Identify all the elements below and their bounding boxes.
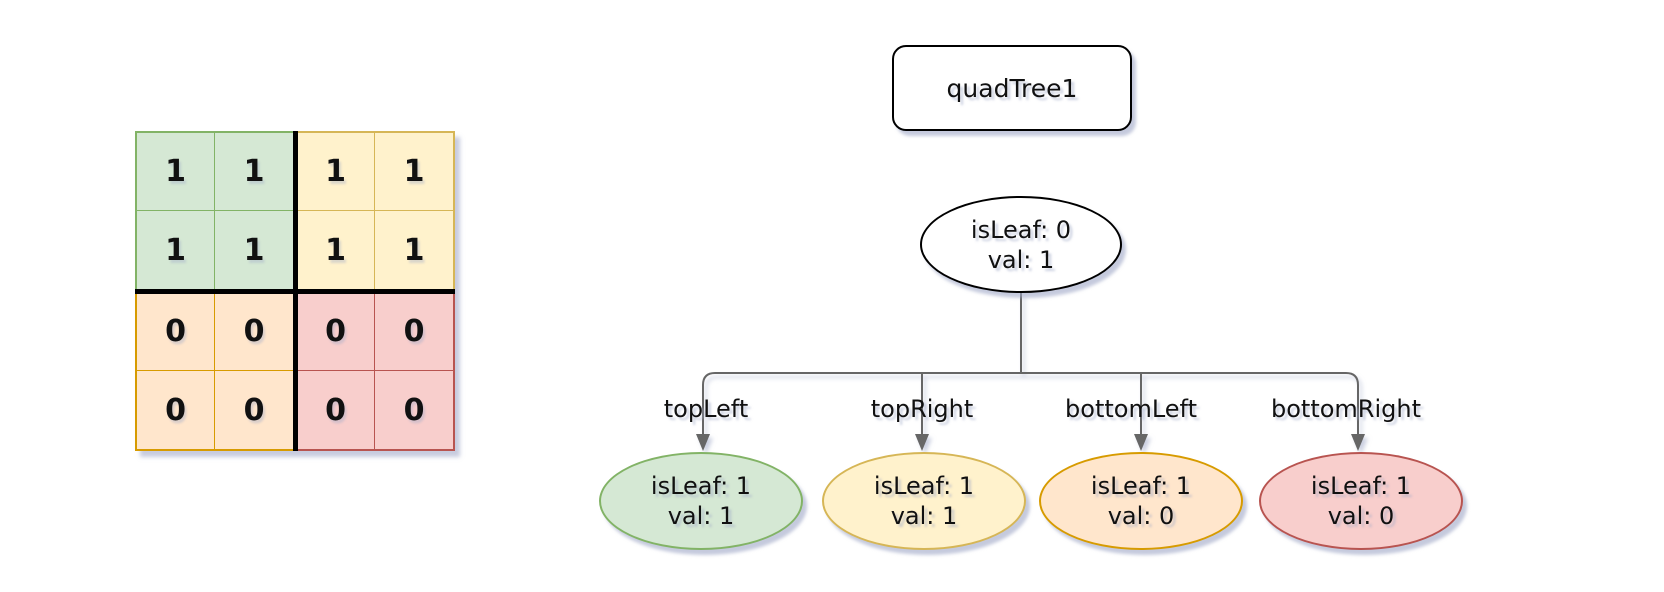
matrix-quadrant-bottom-left: 0 0 0 0 [135,291,295,451]
child-node-val-text: val: 0 [1327,502,1395,530]
root-node: isLeaf: 0 val: 1 [920,196,1122,293]
child-node-bottom-left: isLeaf: 1 val: 0 [1039,452,1243,550]
matrix-cell: 0 [215,293,293,371]
edge-label-bottom-right: bottomRight [1271,395,1421,423]
tree-edge-group [696,293,1365,451]
arrowhead-icon [915,434,929,451]
matrix-quadrant-bottom-right: 0 0 0 0 [295,291,455,451]
child-node-val-text: val: 0 [1107,502,1175,530]
matrix-cell: 0 [297,371,375,449]
root-node-isleaf-text: isLeaf: 0 [970,215,1072,244]
matrix-cell: 1 [403,232,425,268]
edge-label-top-right: topRight [870,395,974,423]
arrowhead-icon [1134,434,1148,451]
matrix-cell: 1 [137,211,215,289]
quadrant-divider-horizontal [135,288,455,294]
matrix-cell: 1 [243,232,265,268]
child-node-top-left: isLeaf: 1 val: 1 [599,452,803,550]
quadtree-title-box: quadTree1 [892,45,1132,131]
child-node-isleaf-text: isLeaf: 1 [1090,472,1192,500]
matrix-cell: 1 [297,211,375,289]
child-node-bottom-right: isLeaf: 1 val: 0 [1259,452,1463,550]
child-node-isleaf-text: isLeaf: 1 [650,472,752,500]
child-node-top-right: isLeaf: 1 val: 1 [822,452,1026,550]
matrix-cell: 1 [297,133,375,211]
matrix-cell: 0 [403,392,425,428]
arrowhead-icon [696,434,710,451]
tree-edge-bus [702,372,1359,437]
matrix-cell: 1 [215,133,293,211]
matrix-cell: 0 [297,293,375,371]
child-node-val-text: val: 1 [667,502,735,530]
edge-label-top-left: topLeft [663,395,749,423]
child-node-val-text: val: 1 [890,502,958,530]
matrix-cell: 0 [243,392,265,428]
child-node-isleaf-text: isLeaf: 1 [873,472,975,500]
child-node-isleaf-text: isLeaf: 1 [1310,472,1412,500]
arrowhead-icon [1351,434,1365,451]
matrix-quadrant-top-left: 1 1 1 1 [135,131,295,291]
matrix-cell: 1 [137,133,215,211]
matrix-quadrant-top-right: 1 1 1 1 [295,131,455,291]
matrix-grid: 1 1 1 1 1 1 1 1 0 0 0 0 0 0 0 0 [135,131,455,451]
matrix-cell: 0 [137,293,215,371]
matrix-cell: 0 [375,293,453,371]
matrix-cell: 1 [375,133,453,211]
edge-label-bottom-left: bottomLeft [1065,395,1197,423]
quadtree-title-label: quadTree1 [946,73,1078,103]
matrix-cell: 0 [137,371,215,449]
root-node-val-text: val: 1 [987,245,1055,274]
